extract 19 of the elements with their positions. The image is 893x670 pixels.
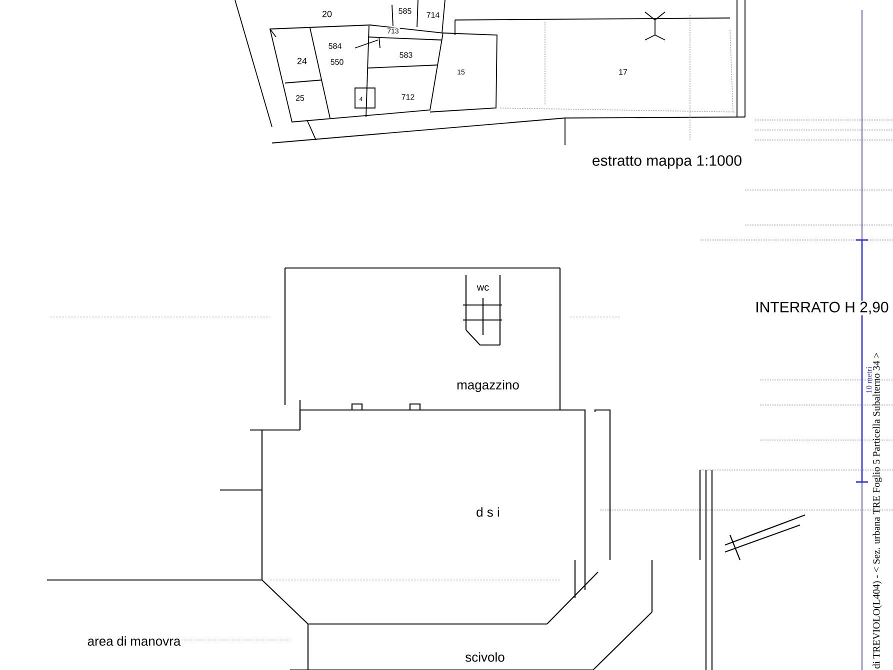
parcel-number: 25 [294,94,306,102]
scale-label: 10 metri [866,366,872,393]
parcel-number: 714 [425,11,441,19]
parcel-number: 24 [296,56,308,66]
sheet-reference: di TREVIOLO(L404) - < Sez. urbana TRE Foglio 5 Particella Subalterno 34 > [872,353,882,668]
parcel-number: 584 [327,42,343,50]
floor-title: INTERRATO H 2,90 [754,300,890,316]
parcel-number: 20 [321,10,333,18]
parcel-number: 585 [397,7,413,15]
parcel-number: 17 [618,68,628,76]
area-label: area di manovra [86,635,182,647]
map-title: estratto mappa 1:1000 [590,154,744,170]
room-label: d s i [475,506,501,518]
room-label: magazzino [456,378,520,394]
area-label: scivolo [464,651,506,663]
parcel-number: 712 [400,93,416,101]
parcel-number: 550 [329,58,345,66]
room-label: wc [476,284,490,292]
parcel-number: 583 [398,51,414,59]
